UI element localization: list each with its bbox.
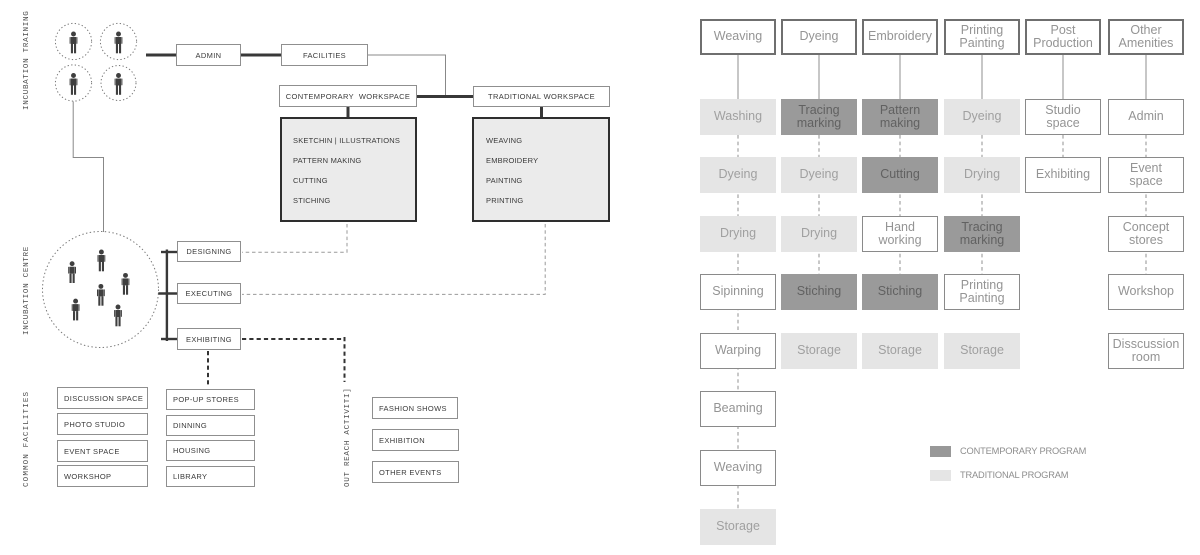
svg-text:INCUBATION CENTRE: INCUBATION CENTRE (23, 246, 31, 335)
svg-text:COMMON FACILITIES: COMMON FACILITIES (23, 391, 31, 487)
svg-text:OUT REACH ACTIVITI]: OUT REACH ACTIVITI] (344, 387, 352, 487)
svg-text:INCUBATION TRAINING: INCUBATION TRAINING (23, 10, 31, 110)
